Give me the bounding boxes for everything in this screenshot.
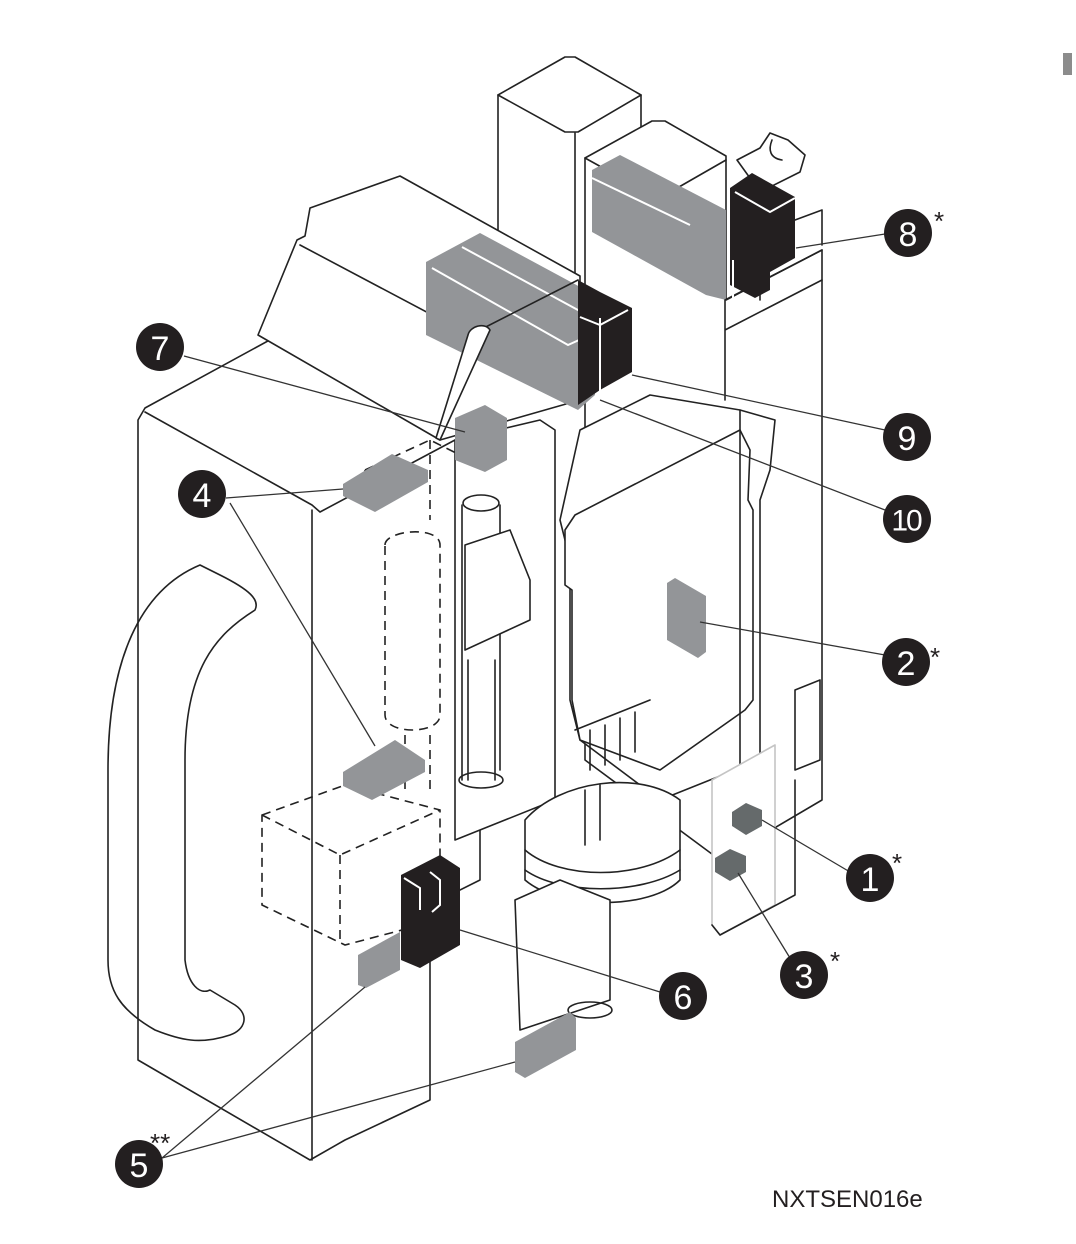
svg-text:5: 5 [130, 1147, 149, 1185]
svg-text:*: * [830, 946, 840, 976]
inner-mechanism [454, 394, 776, 1031]
callout-5: 5 ** [115, 1128, 170, 1188]
callout-7: 7 [136, 323, 184, 371]
svg-text:10: 10 [891, 505, 922, 538]
sensor-7 [455, 405, 507, 472]
callout-3: 3 * [780, 946, 840, 999]
svg-text:**: ** [150, 1128, 170, 1158]
svg-text:7: 7 [151, 330, 170, 368]
sensor-8-block [730, 173, 796, 298]
callout-8: 8 * [884, 206, 944, 257]
sensor-1 [732, 803, 762, 835]
sensor-4-upper [343, 454, 428, 512]
callout-9: 9 [883, 413, 931, 461]
svg-text:*: * [930, 642, 940, 672]
callout-4: 4 [178, 470, 226, 518]
svg-text:6: 6 [674, 979, 693, 1017]
svg-text:9: 9 [898, 420, 917, 458]
callout-6: 6 [659, 972, 707, 1020]
sensor-5-right [515, 1012, 576, 1078]
sensor-4-lower [343, 740, 425, 800]
svg-text:8: 8 [899, 216, 918, 254]
sensor-6-block [401, 855, 460, 968]
sensor-9-10-block [426, 233, 632, 441]
page-edge-marker [1063, 53, 1072, 75]
svg-text:2: 2 [897, 645, 916, 683]
callout-2: 2 * [882, 638, 940, 686]
svg-text:1: 1 [861, 861, 880, 899]
sensor-2 [667, 578, 706, 658]
callout-1: 1 * [846, 848, 902, 902]
left-housing [107, 317, 481, 1161]
svg-text:3: 3 [795, 958, 814, 996]
right-wall [711, 409, 821, 936]
svg-text:4: 4 [193, 477, 212, 515]
callout-10: 10 [883, 495, 931, 543]
svg-text:*: * [892, 848, 902, 878]
leader-lines [161, 233, 886, 1159]
figure-id-label: NXTSEN016e [772, 1186, 923, 1213]
svg-text:*: * [934, 206, 944, 236]
sensor-5-left [358, 932, 400, 988]
